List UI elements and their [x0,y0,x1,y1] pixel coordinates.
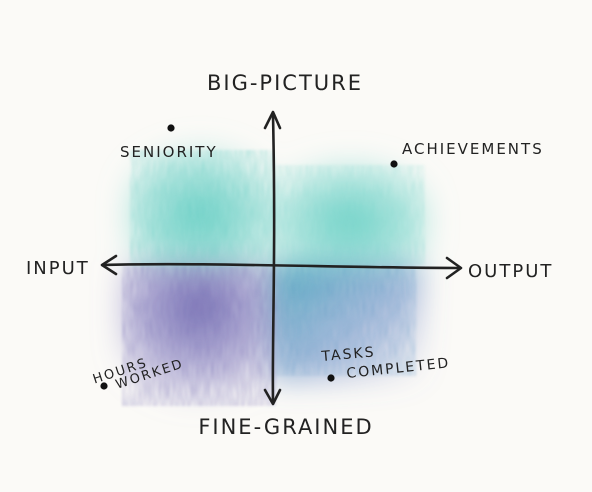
arrowhead-left [100,254,118,276]
vertical-axis [271,113,276,404]
arrowhead-up [263,110,282,130]
arrowhead-right [445,256,463,280]
point-dot [327,374,335,382]
horizontal-axis [102,262,462,270]
point-tasks-completed: TASKS COMPLETED [320,344,451,382]
point-label-line1: TASKS [320,344,376,365]
arrowhead-down [263,388,282,406]
point-dot [100,382,108,390]
shaded-regions [120,140,430,412]
point-label: ACHIEVEMENTS [402,140,544,158]
axis-label-top: BIG-PICTURE [207,71,363,95]
point-dot [167,124,175,132]
axes [100,110,463,406]
axis-label-left: INPUT [26,258,90,279]
point-achievements: ACHIEVEMENTS [390,140,544,168]
point-label: SENIORITY [120,143,218,161]
point-seniority: SENIORITY [120,124,218,161]
axis-label-right: OUTPUT [468,261,553,282]
axis-label-bottom: FINE-GRAINED [198,415,373,439]
point-dot [390,160,398,168]
